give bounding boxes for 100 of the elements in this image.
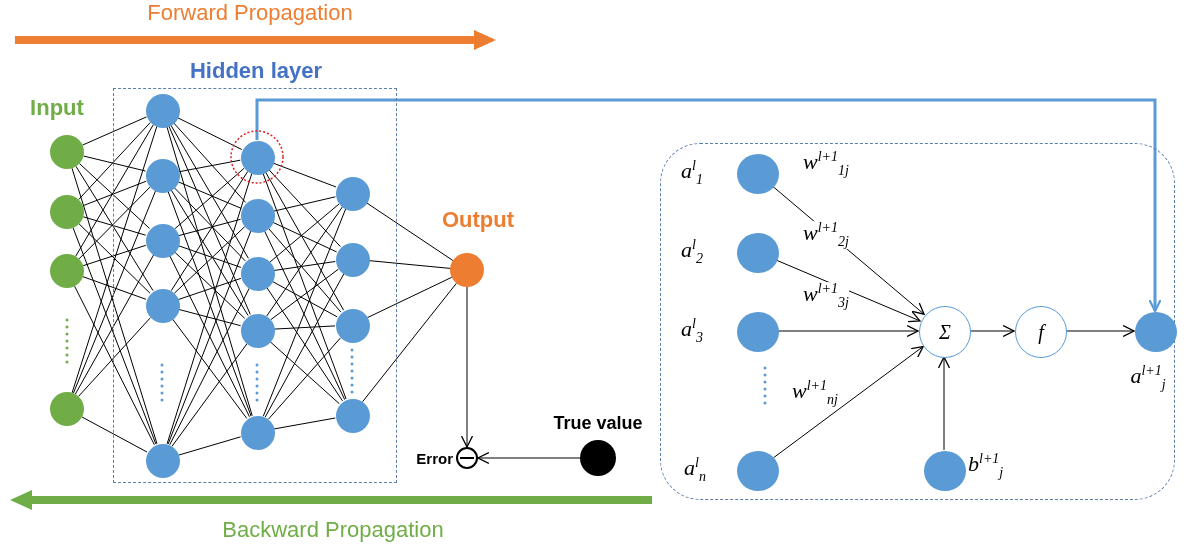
connection-line (83, 155, 146, 172)
hidden-neuron (241, 314, 275, 348)
connection-line (169, 254, 250, 418)
input-neuron (737, 233, 779, 273)
connection-line (169, 287, 250, 446)
connection-line (71, 125, 158, 394)
hidden-neuron (241, 199, 275, 233)
arrow (937, 356, 951, 451)
hidden-neuron (146, 224, 180, 258)
connection-line (81, 416, 148, 453)
connection-line (170, 124, 249, 259)
connection-line (78, 317, 151, 397)
connection-line (167, 230, 252, 445)
input-neuron (50, 135, 84, 169)
arrow (460, 286, 474, 448)
direction-label: Forward Propagation (147, 2, 353, 24)
connection-line (166, 125, 253, 417)
connection-line (82, 180, 147, 207)
arrow (969, 324, 1015, 338)
input-neuron (737, 312, 779, 352)
output-neuron (450, 253, 484, 287)
connection-line (82, 276, 147, 300)
connection-line (262, 208, 347, 417)
input-neuron (50, 392, 84, 426)
hidden-neuron (241, 257, 275, 291)
hidden-neuron (336, 243, 370, 277)
connection-line (75, 124, 154, 257)
connection-line (171, 318, 248, 419)
connection-line (78, 186, 151, 260)
direction-label: Backward Propagation (222, 519, 444, 541)
connection-line (71, 167, 158, 445)
connection-line (168, 125, 251, 315)
connection-line (269, 203, 340, 263)
connection-line (74, 285, 155, 446)
arrow (773, 345, 924, 459)
connection-line (262, 172, 347, 400)
connection-line (263, 229, 346, 401)
connection-line (273, 261, 336, 271)
hidden-neuron (146, 159, 180, 193)
input-neuron (737, 451, 779, 491)
node-caption: True value (553, 412, 643, 434)
connection-line (269, 340, 340, 405)
summation-node: Σ (919, 306, 971, 358)
connection-line (268, 168, 341, 248)
arrow (1065, 324, 1135, 338)
connection-line (72, 227, 157, 445)
connection-line (177, 277, 242, 301)
node-caption: Error (416, 449, 453, 467)
connection-line (270, 268, 339, 321)
connection-line (366, 276, 453, 319)
connection-line (170, 170, 249, 292)
connection-line (365, 202, 454, 261)
output-neuron (1135, 312, 1177, 352)
connection-line (273, 325, 336, 330)
connection-line (75, 165, 154, 292)
connection-line (176, 117, 243, 150)
hidden-neuron (146, 289, 180, 323)
connection-line (368, 260, 451, 269)
connection-line (177, 436, 242, 456)
connection-line (362, 282, 457, 403)
connection-line (72, 190, 157, 394)
connection-line (173, 226, 246, 294)
connection-line (273, 417, 336, 430)
hidden-neuron (241, 416, 275, 450)
input-neuron (50, 254, 84, 288)
arrow (477, 451, 581, 465)
connection-line (173, 186, 246, 262)
hidden-neuron (336, 309, 370, 343)
connection-line (267, 227, 342, 313)
hidden-neuron (146, 444, 180, 478)
connection-line (267, 337, 342, 420)
bias-node (924, 451, 966, 491)
arrow (255, 98, 1162, 313)
activation-node: f (1015, 306, 1067, 358)
connection-line (177, 181, 242, 209)
connection-line (264, 171, 345, 311)
connection-line (272, 162, 337, 188)
input-neuron (50, 195, 84, 229)
connection-line (264, 273, 345, 418)
connection-line (271, 280, 338, 318)
connection-line (167, 190, 252, 417)
connection-line (177, 218, 242, 237)
connection-line (178, 159, 241, 173)
connection-line (78, 223, 151, 294)
connection-line (79, 163, 150, 229)
connection-line (170, 189, 249, 316)
connection-line (171, 343, 248, 447)
true-value-node (580, 440, 616, 476)
connection-line (74, 254, 155, 395)
layer-title: Input (30, 97, 84, 119)
error-node (456, 447, 478, 469)
hidden-neuron (336, 399, 370, 433)
connection-line (82, 216, 147, 236)
layer-title: Hidden layer (190, 58, 322, 84)
arrow (777, 324, 919, 338)
node-caption: Output (441, 207, 515, 233)
connection-line (266, 206, 343, 317)
hidden-neuron (146, 94, 180, 128)
connection-line (174, 167, 245, 230)
connection-line (82, 116, 147, 146)
